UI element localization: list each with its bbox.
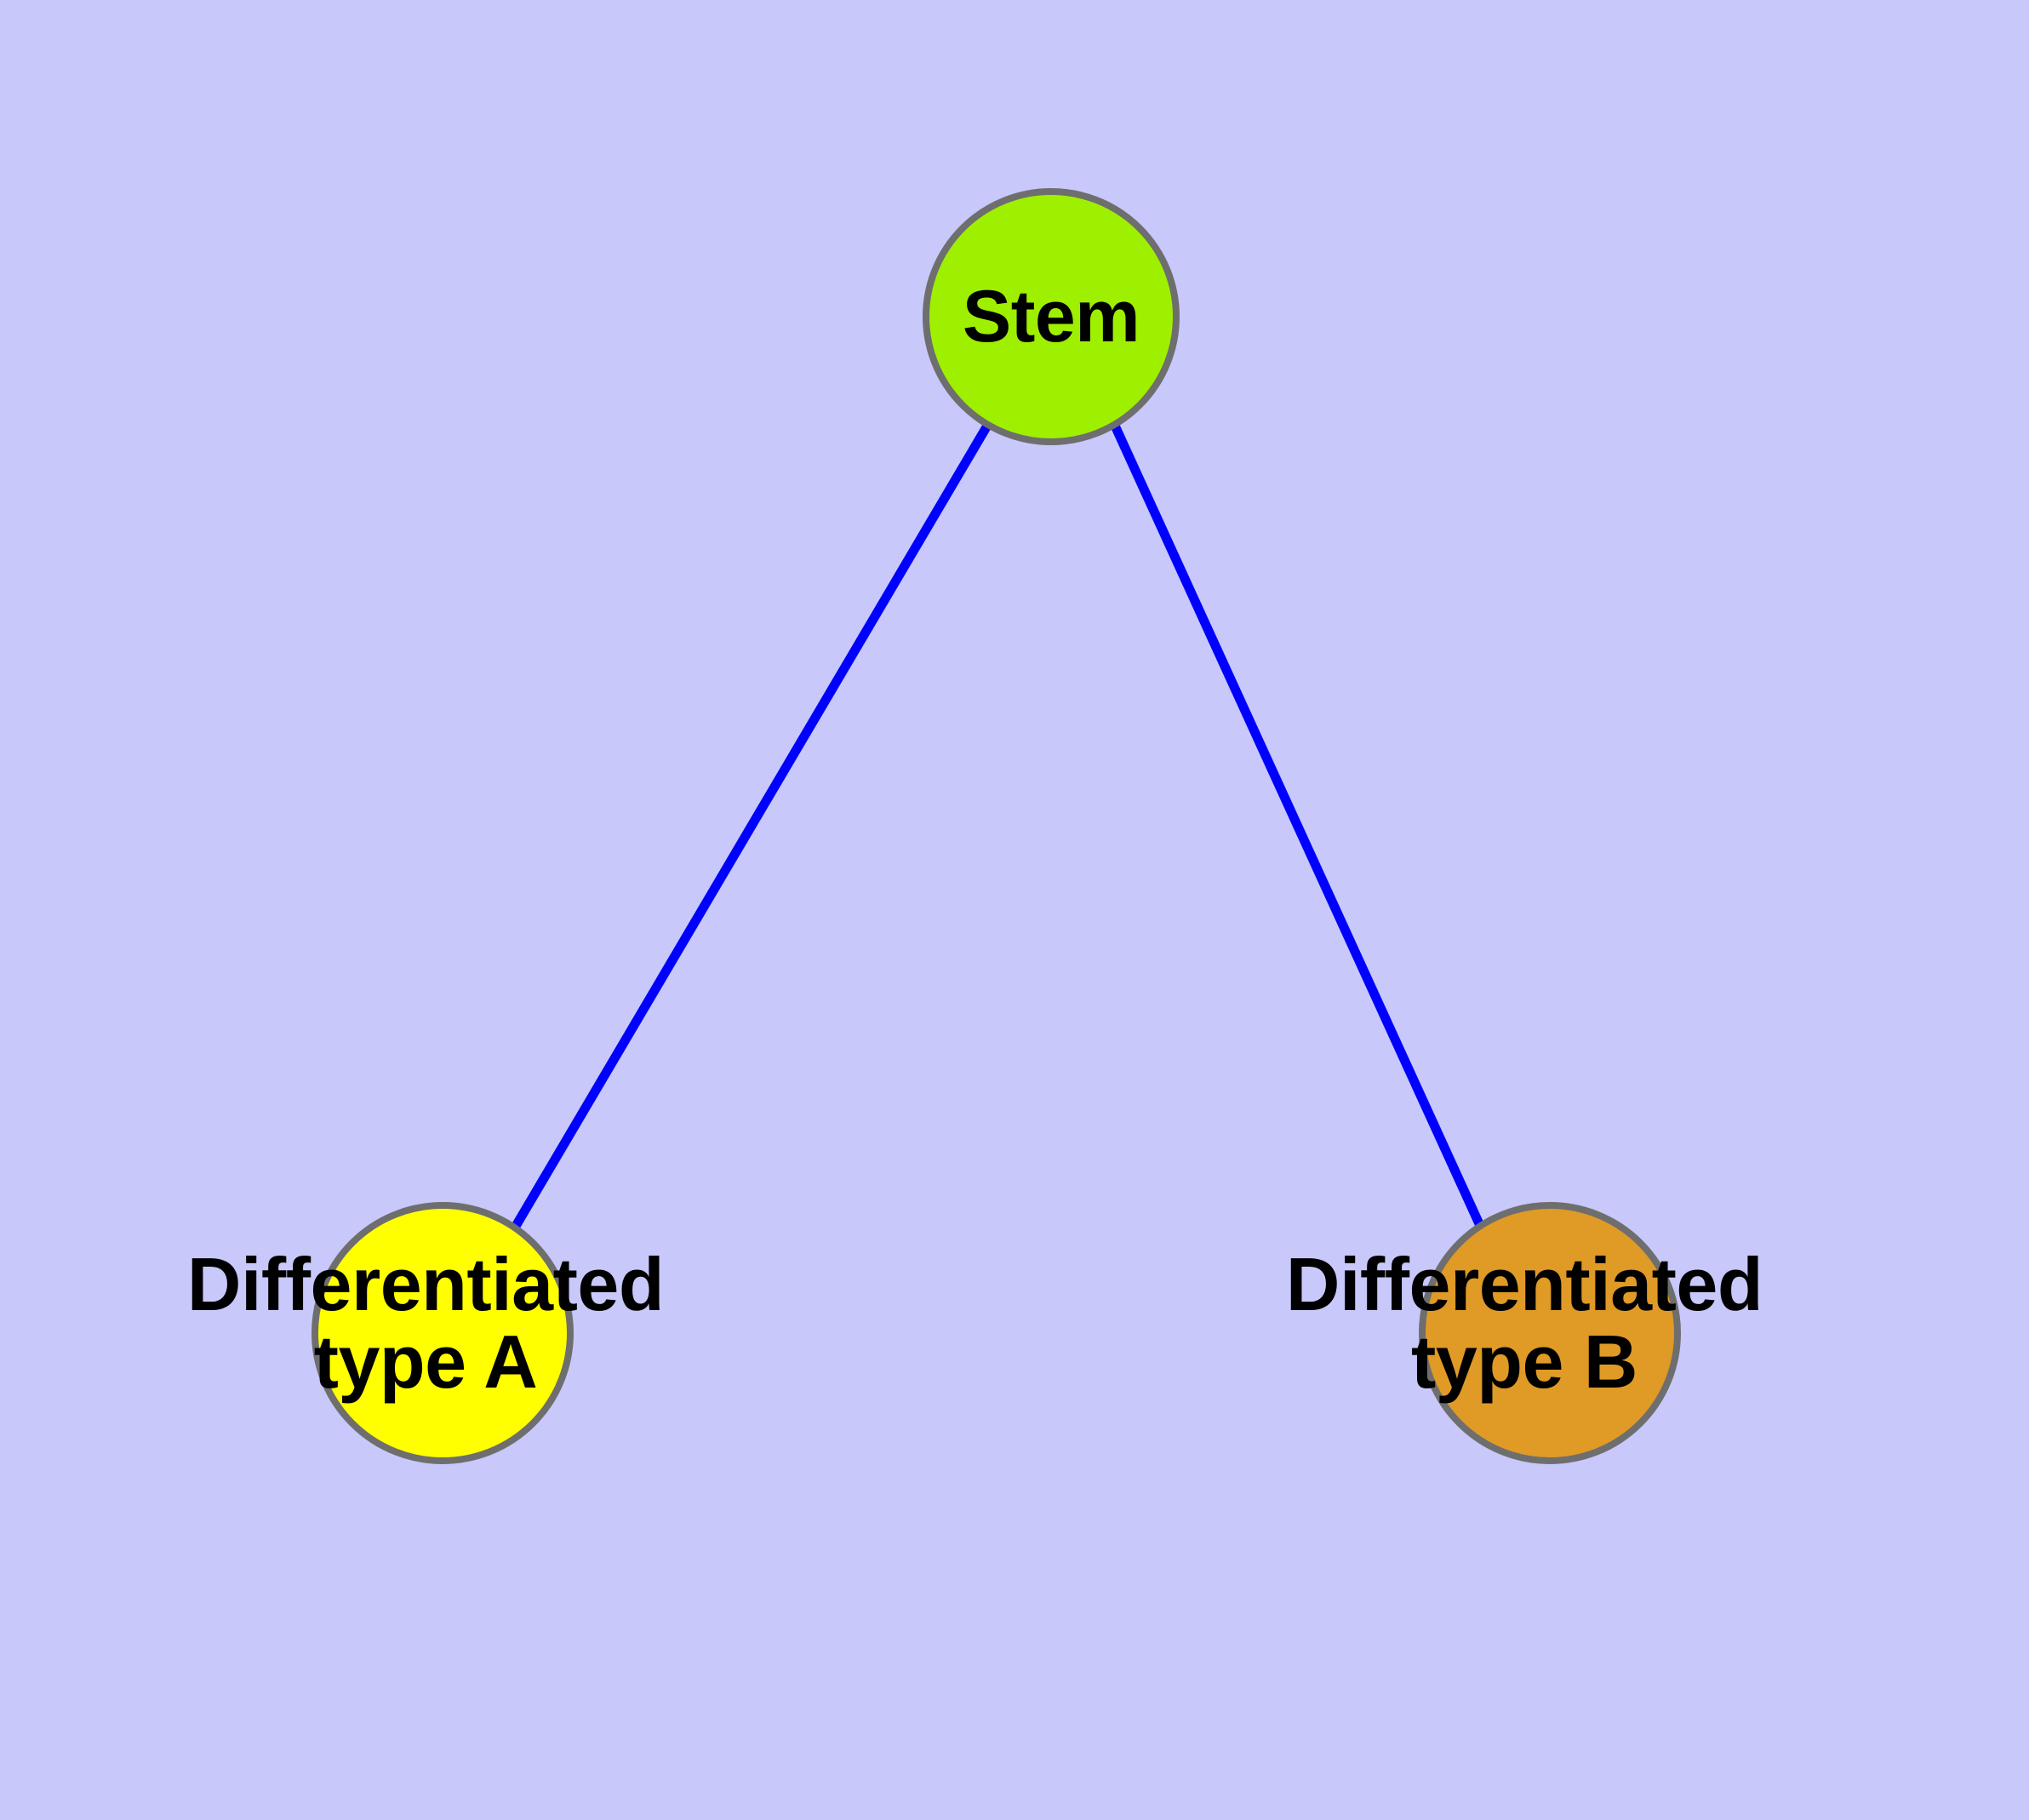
node-stem[interactable] [923, 188, 1180, 445]
edge-stem-to-differentiated-type-a[interactable] [511, 423, 992, 1230]
node-differentiated-type-b[interactable] [1419, 1202, 1681, 1464]
edge-stem-to-differentiated-type-b[interactable] [1110, 423, 1486, 1230]
edge-layer [511, 423, 1486, 1230]
node-differentiated-type-a[interactable] [311, 1202, 574, 1464]
node-layer [311, 188, 1681, 1464]
